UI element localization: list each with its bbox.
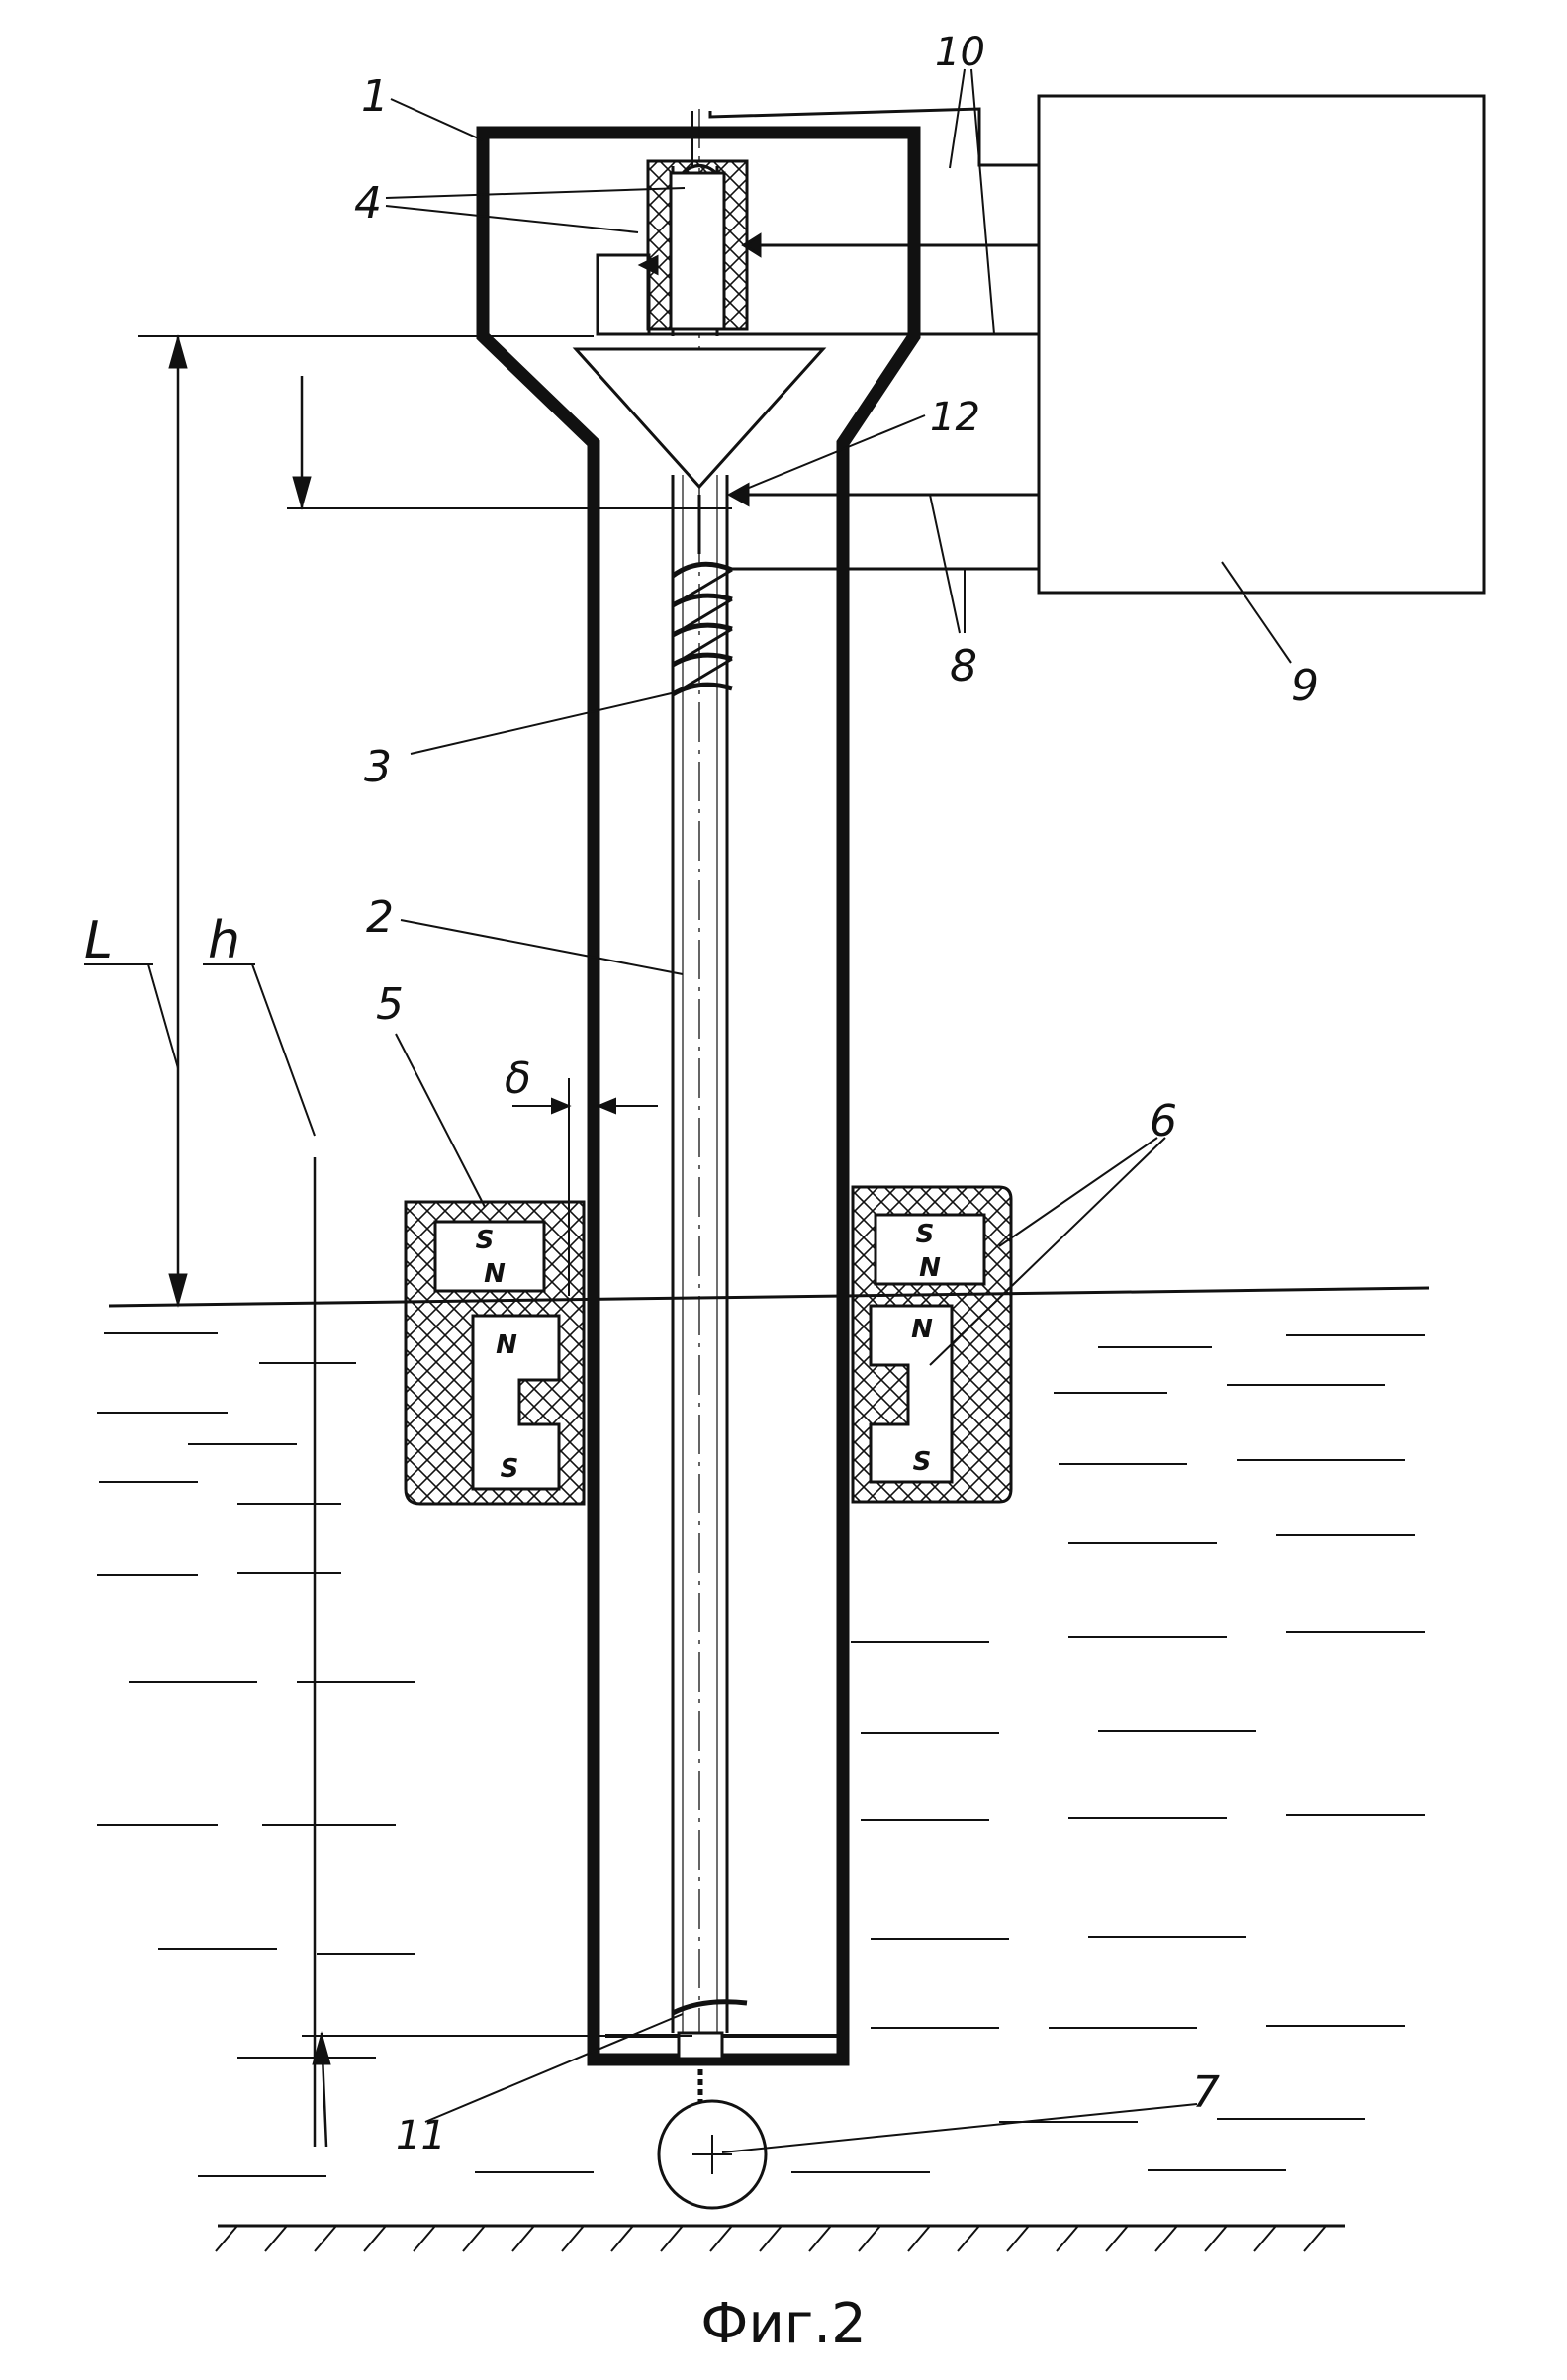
pole-left-bottom-S: S bbox=[501, 1454, 519, 1484]
gap-marker bbox=[512, 1078, 658, 1296]
pole-right-bottom-N: N bbox=[911, 1315, 933, 1344]
ground bbox=[215, 2224, 1345, 2252]
label-5: 5 bbox=[376, 979, 404, 1030]
label-1: 1 bbox=[361, 71, 389, 122]
leader-lines bbox=[147, 68, 1292, 2153]
label-11: 11 bbox=[396, 2113, 446, 2158]
leads-top bbox=[609, 107, 1039, 336]
liquid bbox=[97, 1286, 1430, 2177]
reference-labels: 1 4 10 12 3 2 8 9 L h 5 δ 6 7 11 bbox=[84, 30, 1319, 2158]
label-delta: δ bbox=[505, 1053, 531, 1104]
label-L: L bbox=[84, 911, 113, 970]
cone bbox=[572, 347, 827, 490]
label-6: 6 bbox=[1150, 1096, 1177, 1146]
pole-right-top-S: S bbox=[916, 1220, 935, 1249]
label-4: 4 bbox=[354, 178, 382, 229]
label-7: 7 bbox=[1192, 2067, 1220, 2118]
pole-left-top-N: N bbox=[484, 1259, 506, 1289]
liquid-surface-line bbox=[108, 1286, 1430, 1308]
label-12: 12 bbox=[930, 395, 980, 440]
pole-right-top-N: N bbox=[919, 1253, 941, 1283]
float-right bbox=[851, 1185, 1013, 1504]
pole-left-top-S: S bbox=[476, 1226, 495, 1255]
weight bbox=[657, 2060, 768, 2210]
label-2: 2 bbox=[366, 892, 394, 943]
label-3: 3 bbox=[364, 742, 392, 792]
leads-coil bbox=[726, 482, 1039, 571]
pole-right-bottom-S: S bbox=[913, 1447, 932, 1477]
liquid-dashes bbox=[97, 1332, 1425, 2177]
coil bbox=[671, 561, 748, 2016]
magnet-bottom-right bbox=[869, 1304, 954, 1484]
label-10: 10 bbox=[935, 30, 985, 75]
label-8: 8 bbox=[950, 641, 977, 691]
dimensions bbox=[138, 334, 732, 2148]
pole-left-bottom-N: N bbox=[496, 1330, 517, 1360]
magnet-pole-letters: S N N S S N N S bbox=[476, 1220, 941, 1484]
label-h: h bbox=[208, 911, 240, 970]
electronics-unit bbox=[1037, 94, 1486, 595]
label-9: 9 bbox=[1291, 661, 1319, 711]
figure-caption: Фиг.2 bbox=[700, 2292, 866, 2356]
magnet-top-right bbox=[874, 1213, 986, 1286]
float-left bbox=[404, 1200, 586, 1506]
magnet-bottom-left bbox=[471, 1314, 561, 1491]
magnet-top-left bbox=[433, 1220, 546, 1293]
